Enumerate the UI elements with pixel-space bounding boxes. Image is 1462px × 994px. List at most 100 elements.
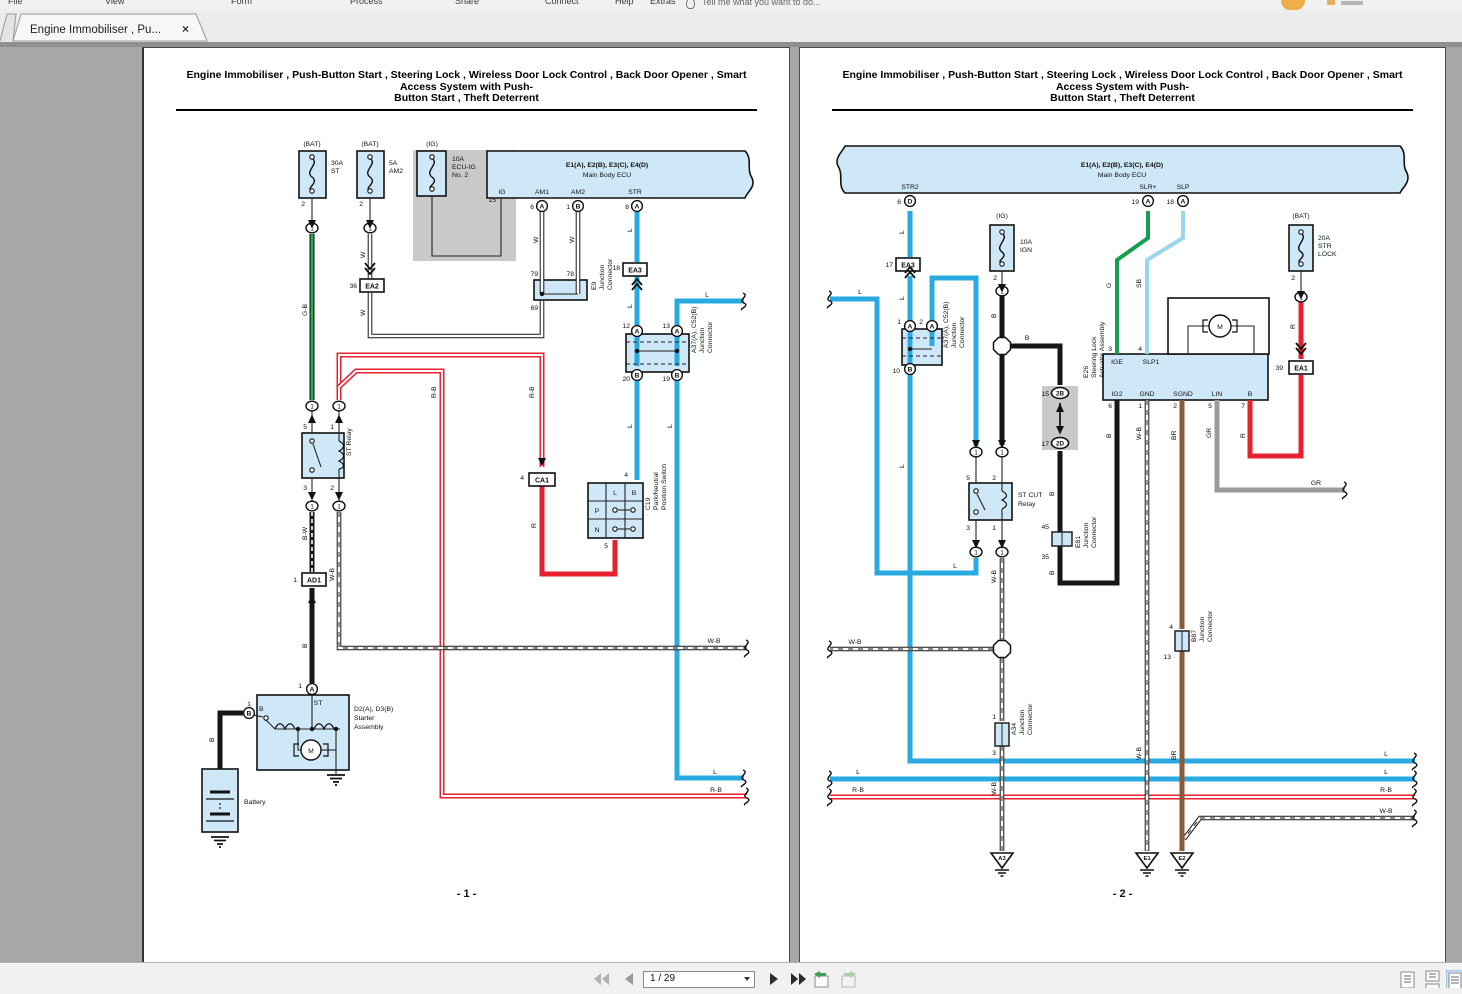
diagram-label: 18	[612, 265, 620, 272]
diagram-label: B	[1248, 391, 1253, 398]
menu-item-connect[interactable]: Connect	[545, 0, 579, 6]
menu-item-file[interactable]: File	[8, 0, 23, 6]
wire-B	[1011, 343, 1063, 385]
pin-circle	[670, 368, 684, 382]
diagram-label: Connector	[707, 321, 714, 353]
previous-page-button[interactable]	[620, 970, 642, 988]
tab-bar-graphics: Engine Immobiliser , Pu... ×	[0, 13, 208, 42]
tab-bar: Engine Immobiliser , Pu... ×	[0, 10, 1462, 42]
svg-text:B: B	[908, 367, 913, 374]
tab-active[interactable]	[12, 13, 208, 42]
diagram-label: 5	[303, 424, 307, 431]
diagram-label: 20	[622, 376, 630, 383]
diagram-label: 17	[1041, 441, 1049, 448]
next-view-button[interactable]	[838, 970, 860, 988]
flow-arrow-icon	[998, 540, 1006, 549]
flow-arrow-icon	[538, 458, 546, 467]
diagram-label: W	[533, 236, 540, 243]
diagram-label: Junction	[599, 264, 606, 290]
diagram-label: N	[595, 527, 600, 534]
contact	[309, 188, 315, 194]
diagram-label: Connector	[607, 258, 614, 290]
junction-dot	[333, 726, 339, 732]
diagram-label: L	[1384, 769, 1388, 776]
diagram-label: B	[302, 643, 309, 648]
svg-text:2B: 2B	[1056, 390, 1065, 397]
pin-circle	[903, 319, 917, 333]
page-number-combobox[interactable]: 1 / 29	[643, 971, 755, 988]
menu-item-process[interactable]: Process	[350, 0, 383, 6]
diagram-label: 10A	[1020, 239, 1033, 246]
diagram-label: Steering Lock	[1091, 336, 1098, 378]
first-page-button[interactable]	[591, 970, 613, 988]
diagram-label: STR2	[901, 184, 919, 191]
combobox-caret-icon[interactable]	[744, 977, 750, 981]
shield-arrow-icon	[1295, 342, 1307, 356]
menu-item-extras[interactable]: Extras	[650, 0, 676, 6]
contact	[630, 507, 636, 513]
menu-item-view[interactable]: View	[105, 0, 125, 6]
single-page-view-button[interactable]	[1398, 970, 1420, 988]
junction-dot	[295, 726, 301, 732]
diagram-label: 4	[1138, 346, 1142, 353]
flow-arrow-icon	[366, 220, 374, 229]
connector-code-box	[359, 278, 385, 293]
menu-item-form[interactable]: Form	[231, 0, 252, 6]
connector-code-box	[528, 472, 556, 487]
pin-circle	[903, 362, 917, 376]
diagram-label: E81	[1075, 536, 1082, 548]
wire-B	[217, 710, 243, 769]
last-page-button[interactable]	[788, 970, 810, 988]
diagram-label: GR	[1311, 480, 1321, 487]
svg-text:B: B	[247, 711, 252, 718]
diagram-label: 2	[1291, 275, 1295, 282]
inline-connector	[305, 500, 319, 512]
diagram-label: 3	[966, 525, 970, 532]
wire-SB	[1145, 211, 1185, 354]
diagram-label: 1	[897, 319, 901, 326]
wire-T	[1187, 325, 1209, 354]
diagram-label: 5	[1208, 403, 1212, 410]
inline-connector	[332, 400, 346, 412]
menu-item-share[interactable]: Share	[455, 0, 480, 6]
facing-pages-view-button[interactable]	[1446, 970, 1462, 988]
diagram-label: AM1	[535, 189, 549, 196]
diagram-label: B	[1049, 570, 1056, 575]
diagram-label: (BAT)	[303, 141, 320, 148]
junction-dot	[634, 348, 640, 354]
menu-item-help[interactable]: Help	[615, 0, 634, 6]
contact	[973, 509, 979, 515]
previous-view-button[interactable]	[811, 970, 833, 988]
symbol-path	[429, 157, 436, 190]
account-avatar[interactable]	[1281, 0, 1305, 10]
diagram-label: R-B	[852, 787, 864, 794]
tell-me-search[interactable]: Tell me what you want to do...	[702, 0, 821, 7]
contact	[367, 188, 373, 194]
tab-close-icon[interactable]: ×	[182, 22, 189, 36]
svg-text:A3: A3	[998, 856, 1006, 862]
next-page-button[interactable]	[764, 970, 786, 988]
background-tab[interactable]	[0, 13, 17, 42]
flow-arrow-icon	[998, 284, 1006, 293]
svg-text:1: 1	[310, 225, 314, 232]
diagram-label: Junction	[1199, 616, 1206, 642]
flow-arrow-icon	[308, 492, 316, 501]
continuous-view-button[interactable]	[1423, 970, 1445, 988]
diagram-label: 15	[488, 197, 496, 204]
diagram-label: W	[569, 236, 576, 243]
diagram-label: Junction	[699, 327, 706, 353]
diagram-label: 1	[992, 714, 996, 721]
contact	[1298, 229, 1304, 235]
diagram-title: Engine Immobiliser , Push-Button Start ,…	[176, 69, 757, 111]
diagram-label: IG	[498, 189, 505, 196]
diagram-label: Connector	[1027, 703, 1034, 735]
titlebar-icon	[1341, 1, 1363, 5]
wire-B	[1057, 400, 1120, 586]
diagram-label: 45	[1041, 524, 1049, 531]
diagram-label: SLR+	[1139, 184, 1156, 191]
ground-icon	[327, 774, 345, 786]
page-break-icon	[826, 290, 833, 309]
diagram-label: 5A	[389, 160, 398, 167]
diagram-label: 2	[992, 475, 996, 482]
svg-text:1: 1	[310, 503, 314, 510]
